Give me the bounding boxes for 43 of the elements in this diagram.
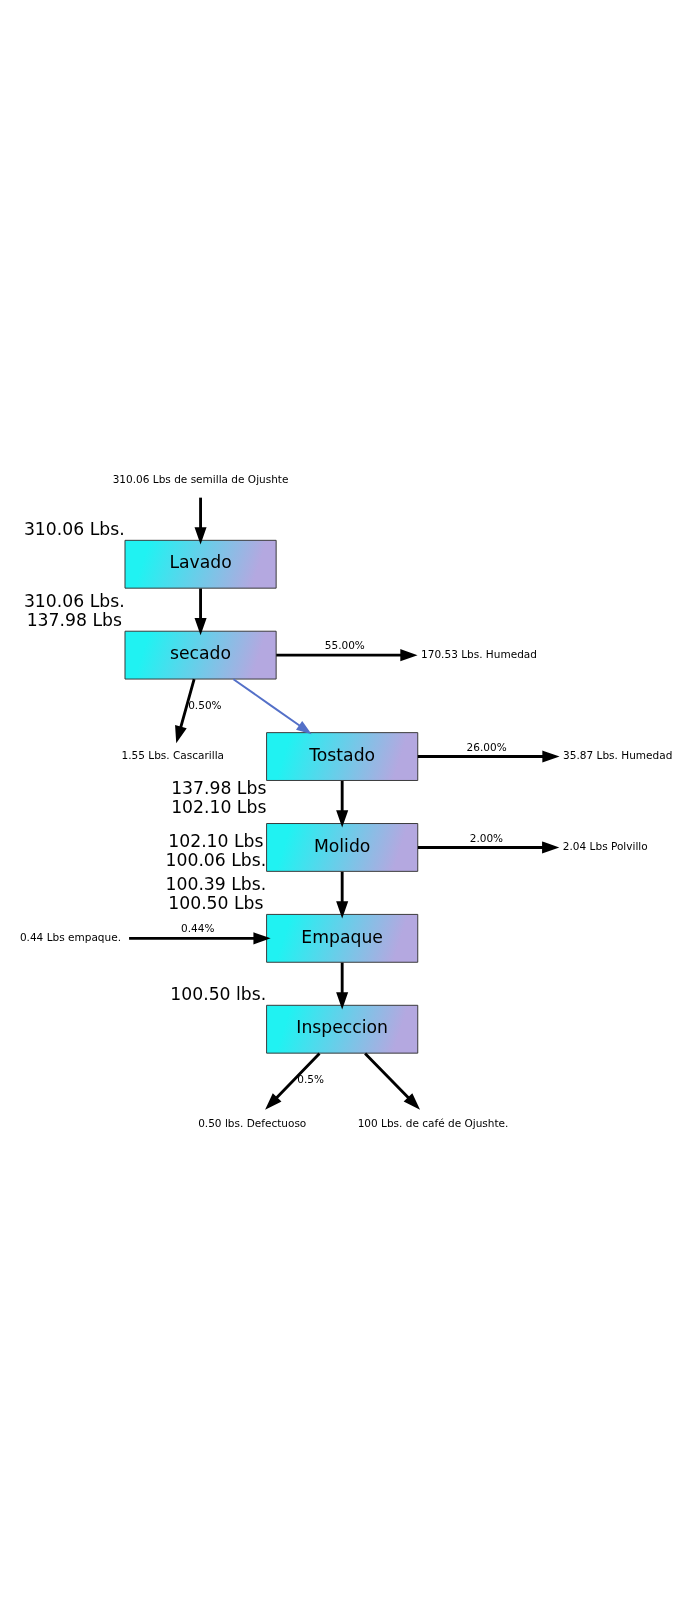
edge-label: 0.44%: [181, 922, 215, 935]
node-text: 35.87 Lbs. Humedad: [563, 749, 673, 762]
arrow: [336, 962, 349, 1010]
node-box: Empaque: [266, 913, 419, 963]
node-text: 170.53 Lbs. Humedad: [421, 647, 537, 660]
arrow: [336, 780, 349, 828]
arrow: [194, 497, 207, 545]
node-text: 1.55 Lbs. Cascarilla: [121, 749, 225, 762]
node-label: 100.50 lbs.: [170, 983, 267, 1004]
node-text: 100 Lbs. de café de Ojushte.: [357, 1116, 509, 1129]
node-label: 310.06 Lbs.: [23, 518, 125, 539]
arrow: [265, 1052, 321, 1110]
node-text: 0.50 lbs. Defectuoso: [198, 1116, 307, 1129]
edge-label: 2.00%: [469, 831, 504, 844]
arrow: [232, 678, 312, 735]
arrow: [276, 649, 418, 662]
arrow: [417, 841, 560, 854]
node-text: 2.04 Lbs Polvillo: [562, 840, 648, 853]
node-box: Inspeccion: [266, 1004, 419, 1054]
arrow: [194, 588, 207, 636]
arrow: [417, 750, 560, 763]
node-box: secado: [124, 630, 277, 680]
arrow: [336, 871, 349, 919]
edge-label: 55.00%: [324, 639, 365, 652]
node-label: 100.39 Lbs.: [165, 873, 267, 894]
arrow: [364, 1052, 421, 1110]
node-label: 137.98 Lbs: [171, 778, 267, 799]
node-box: Lavado: [124, 539, 277, 589]
arrow: [175, 678, 196, 744]
node-label: 100.50 Lbs: [168, 893, 264, 914]
edge-label: 0.50%: [188, 698, 222, 711]
arrow: [129, 932, 271, 945]
node-label: 137.98 Lbs: [26, 609, 122, 630]
node-label: 100.06 Lbs.: [165, 850, 267, 871]
node-box: Molido: [266, 823, 419, 872]
edge-label: 0.5%: [297, 1072, 324, 1085]
edge-label: 26.00%: [466, 740, 507, 753]
node-box: Tostado: [266, 732, 419, 781]
node-label: 102.10 Lbs: [168, 830, 264, 851]
node-text: 310.06 Lbs de semilla de Ojushte: [112, 472, 289, 485]
node-label: 102.10 Lbs: [171, 797, 267, 818]
node-label: 310.06 Lbs.: [23, 590, 125, 611]
node-text: 0.44 Lbs empaque.: [19, 931, 122, 944]
